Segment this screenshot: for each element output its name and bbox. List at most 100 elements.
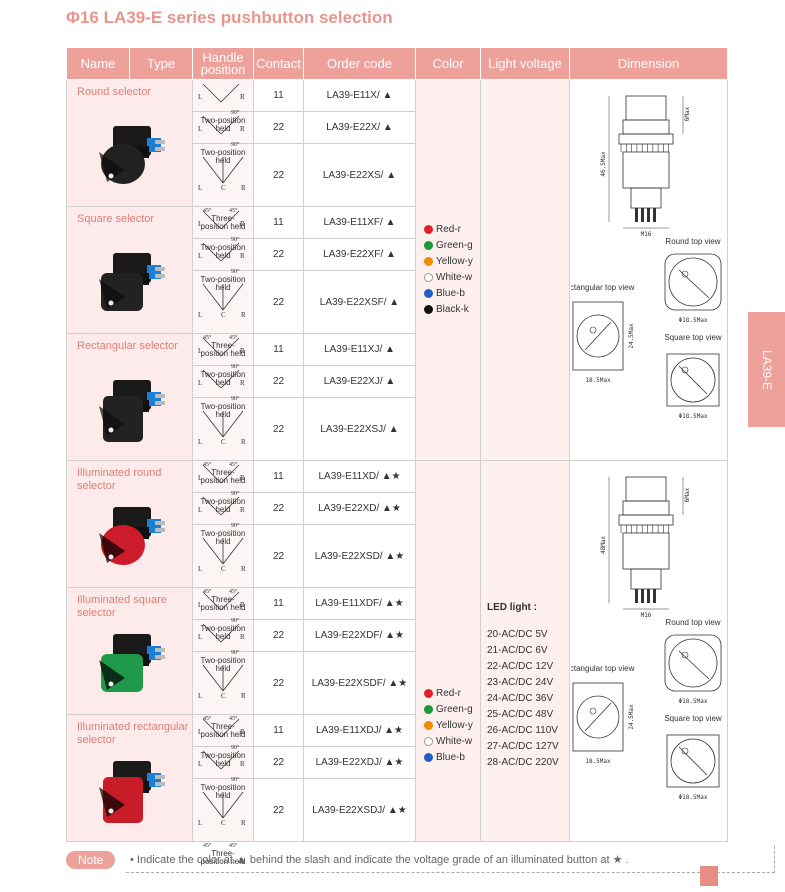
contact-cell: 11 bbox=[253, 206, 304, 239]
caption-line: held bbox=[215, 791, 231, 800]
product-photo bbox=[99, 761, 165, 823]
square-view-label: Square top view bbox=[664, 333, 722, 342]
handle-label: 90° bbox=[231, 110, 240, 116]
color-item: Green-g bbox=[424, 702, 480, 718]
dimension-cell: 46.5Max6MaxM16Rectangular top view18.5Ma… bbox=[559, 79, 728, 461]
color-label: Yellow-y bbox=[436, 256, 473, 267]
dim-height: 48Max bbox=[600, 535, 607, 553]
handle-label: 90° bbox=[231, 650, 240, 656]
handle-label: R bbox=[240, 347, 245, 355]
caption-line: position held bbox=[200, 602, 246, 612]
handle-label: 90° bbox=[231, 396, 240, 402]
color-dot-icon bbox=[424, 752, 433, 762]
handle-label: R bbox=[240, 252, 245, 260]
square-view-label: Square top view bbox=[664, 714, 722, 723]
contact-cell: 11 bbox=[253, 714, 304, 747]
col-light: Light voltage bbox=[480, 47, 570, 80]
order-code-cell: LA39-E22XD/ ▲★ bbox=[303, 492, 416, 525]
handle-label: L bbox=[198, 183, 203, 192]
two-position-diagram bbox=[202, 210, 240, 230]
order-code-cell: LA39-E11XJ/ ▲ bbox=[303, 333, 416, 366]
caption-line: Three- bbox=[211, 594, 235, 604]
handle-label: 90° bbox=[231, 523, 240, 529]
caption-line: position held bbox=[200, 729, 246, 739]
caption-line: Two-position bbox=[200, 783, 246, 792]
product-cell: Illuminated rectangular selector bbox=[66, 714, 193, 842]
two-position-diagram bbox=[202, 496, 240, 516]
handle-label: R bbox=[241, 183, 246, 192]
color-item: White-w bbox=[424, 734, 480, 750]
selection-table: Name Type Handle position Contact Order … bbox=[66, 47, 728, 865]
caption-line: held bbox=[215, 759, 231, 768]
color-dot-icon bbox=[424, 224, 433, 234]
two-position-diagram bbox=[202, 464, 240, 484]
caption-line: held bbox=[215, 283, 231, 292]
voltage-item: 22-AC/DC 12V bbox=[487, 660, 554, 672]
page-title: Φ16 LA39-E series pushbutton selection bbox=[66, 8, 393, 27]
light-voltage-cell bbox=[480, 79, 570, 461]
caption-line: Three- bbox=[211, 467, 235, 477]
three-position-diagram bbox=[202, 156, 244, 183]
color-dot-icon bbox=[424, 304, 433, 314]
handle-label: 90° bbox=[231, 269, 240, 275]
caption-line: held bbox=[215, 664, 231, 673]
three-position-diagram bbox=[202, 791, 244, 818]
handle-label: 90° bbox=[231, 237, 240, 243]
handle-label: C bbox=[221, 564, 226, 573]
color-label: White-w bbox=[436, 272, 473, 283]
handle-caption: Three-position held bbox=[193, 340, 253, 358]
voltage-item: 20-AC/DC 5V bbox=[487, 628, 548, 640]
caption-line: Three- bbox=[211, 721, 235, 731]
caption-line: Two-position bbox=[200, 148, 246, 157]
order-code-cell: LA39-E22X/ ▲ bbox=[303, 111, 416, 144]
color-dot-icon bbox=[424, 720, 433, 730]
handle-label: R bbox=[241, 310, 246, 319]
contact-cell: 11 bbox=[253, 333, 304, 366]
three-position-diagram bbox=[202, 283, 244, 310]
color-label: Black-k bbox=[436, 304, 469, 315]
contact-cell: 22 bbox=[253, 746, 304, 779]
handle-label: 45° bbox=[203, 715, 212, 722]
voltage-item: 23-AC/DC 24V bbox=[487, 676, 554, 688]
handle-label: R bbox=[240, 474, 245, 482]
caption-line: held bbox=[215, 124, 231, 133]
note-border bbox=[126, 846, 775, 873]
order-code-cell: LA39-E11XF/ ▲ bbox=[303, 206, 416, 239]
color-label: Red-r bbox=[436, 224, 462, 235]
order-code-cell: LA39-E11X/ ▲ bbox=[303, 79, 416, 112]
note-content: Indicate the color at ▲ behind the slash… bbox=[136, 854, 629, 866]
order-code-cell: LA39-E22XSD/ ▲★ bbox=[303, 524, 416, 588]
product-cell: Illuminated round selector bbox=[66, 460, 193, 588]
rect-view-label: Rectangular top view bbox=[571, 283, 635, 292]
contact-cell: 11 bbox=[253, 587, 304, 620]
color-item: Black-k bbox=[424, 302, 480, 318]
product-cell: Square selector bbox=[66, 206, 193, 334]
header-row: Name Type Handle position Contact Order … bbox=[66, 47, 728, 80]
handle-label: 45° bbox=[203, 842, 212, 849]
handle-label: R bbox=[240, 728, 245, 736]
color-item: Red-r bbox=[424, 222, 480, 238]
product-photo bbox=[99, 380, 165, 442]
note: Note • Indicate the color at ▲ behind th… bbox=[66, 846, 775, 873]
caption-line: position held bbox=[200, 221, 246, 231]
color-dot-icon bbox=[424, 288, 433, 298]
handle-caption: Three-position held bbox=[193, 467, 253, 485]
caption-line: Three- bbox=[211, 340, 235, 350]
round-diameter: Φ18.5Max bbox=[678, 698, 707, 705]
color-item: White-w bbox=[424, 270, 480, 286]
